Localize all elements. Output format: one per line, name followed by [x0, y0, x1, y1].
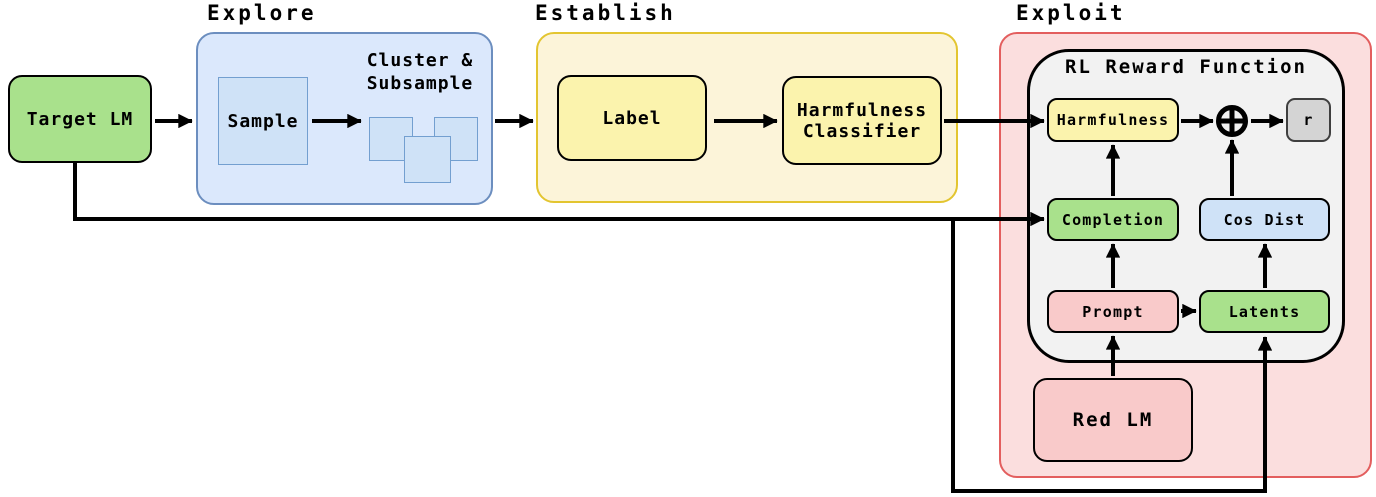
circled-plus-icon [1212, 101, 1252, 141]
cos-dist-node: Cos Dist [1199, 198, 1330, 241]
rl-reward-function-title: RL Reward Function [1065, 56, 1307, 78]
red-lm-node: Red LM [1033, 378, 1193, 462]
red-lm-label: Red LM [1072, 409, 1154, 431]
cos-dist-label: Cos Dist [1223, 210, 1306, 229]
prompt-label: Prompt [1082, 302, 1144, 321]
reward-node: r [1286, 98, 1331, 142]
latents-label: Latents [1228, 302, 1301, 321]
prompt-node: Prompt [1047, 290, 1179, 333]
target-lm-node: Target LM [8, 75, 152, 163]
label-node-label: Label [602, 107, 662, 129]
latents-node: Latents [1199, 290, 1330, 333]
stage-title-establish: Establish [535, 1, 676, 25]
harmfulness-classifier-node: Harmfulness Classifier [782, 76, 942, 165]
target-lm-label: Target LM [26, 108, 134, 130]
sample-label: Sample [227, 110, 299, 132]
stage-title-exploit: Exploit [1016, 1, 1126, 25]
reward-label: r [1303, 111, 1314, 129]
cluster-subsample-label: Cluster & Subsample [366, 50, 474, 94]
completion-label: Completion [1061, 210, 1165, 229]
sample-node: Sample [218, 77, 308, 165]
harmfulness-label: Harmfulness [1056, 111, 1170, 129]
stage-title-explore: Explore [207, 1, 317, 25]
harmfulness-node: Harmfulness [1047, 98, 1179, 142]
label-node: Label [557, 75, 707, 161]
cluster-square-icon [404, 136, 451, 183]
completion-node: Completion [1047, 198, 1179, 241]
